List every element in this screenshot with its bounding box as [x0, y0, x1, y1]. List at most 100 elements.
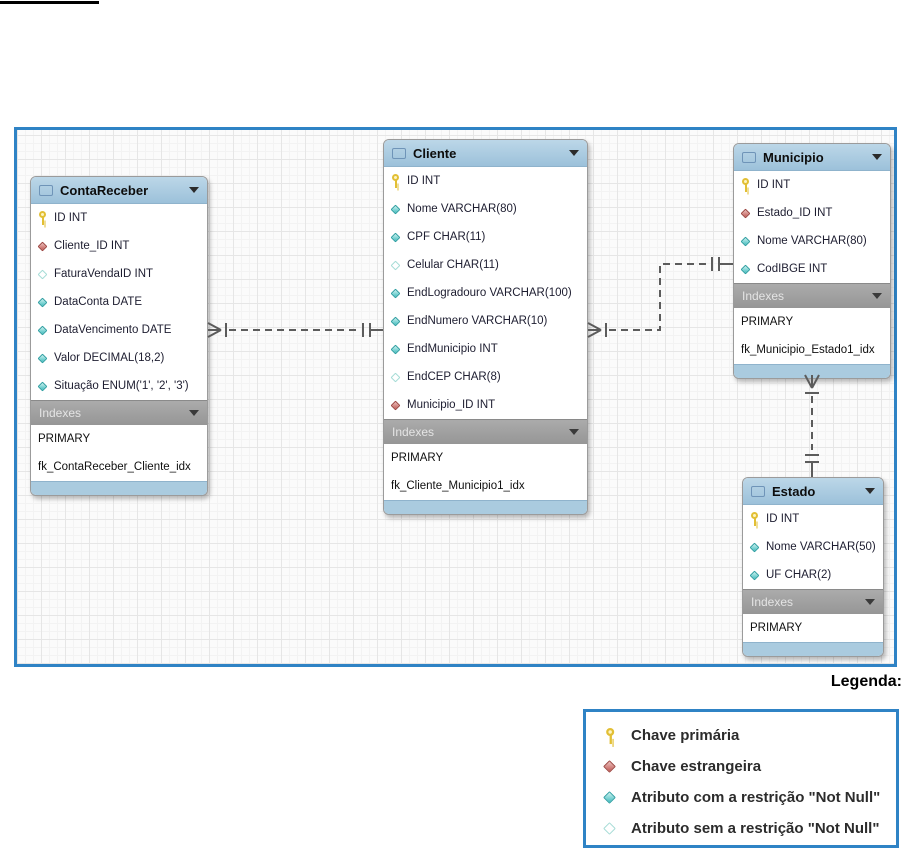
indexes-label: Indexes — [742, 289, 785, 303]
column-label: ID INT — [407, 175, 441, 187]
column-row: EndMunicipio INT — [384, 335, 587, 363]
foreign-key-icon-cell — [739, 208, 752, 218]
notnull-icon — [390, 204, 401, 214]
legend-item-label: Chave primária — [631, 727, 740, 744]
column-label: Situação ENUM('1', '2', '3') — [54, 380, 189, 392]
column-label: Municipio_ID INT — [407, 399, 496, 411]
chevron-down-icon[interactable] — [189, 410, 199, 416]
notnull-icon — [390, 316, 401, 326]
notnull-icon — [37, 353, 48, 363]
chevron-down-icon[interactable] — [569, 150, 579, 156]
notnull-icon — [749, 542, 760, 552]
legend-item-label: Chave estrangeira — [631, 758, 762, 775]
notnull-icon-cell — [36, 353, 49, 363]
table-icon — [742, 151, 756, 163]
indexes-label: Indexes — [39, 406, 82, 420]
column-label: EndCEP CHAR(8) — [407, 371, 501, 383]
chevron-down-icon[interactable] — [865, 488, 875, 494]
table-header[interactable]: Cliente — [384, 140, 587, 167]
primary-key-icon-cell — [602, 727, 616, 744]
table-title: Municipio — [763, 149, 824, 165]
column-row: Nome VARCHAR(50) — [743, 533, 883, 561]
columns-list: ID INT Nome VARCHAR(50) UF CHAR(2) — [743, 505, 883, 589]
column-row: DataConta DATE — [31, 288, 207, 316]
column-label: Celular CHAR(11) — [407, 259, 499, 271]
notnull-icon — [740, 236, 751, 246]
table-header[interactable]: Estado — [743, 478, 883, 505]
indexes-list: PRIMARY fk_ContaReceber_Cliente_idx — [31, 425, 207, 481]
foreign-key-icon — [602, 760, 616, 773]
notnull-icon — [749, 570, 760, 580]
column-row: Estado_ID INT — [734, 199, 890, 227]
primary-key-icon — [38, 211, 47, 225]
foreign-key-icon — [37, 241, 48, 251]
notnull-icon-cell — [748, 542, 761, 552]
table-municipio[interactable]: Municipio ID INT Estado_ID INT Nome VARCHA… — [733, 143, 891, 379]
notnull-icon-cell — [36, 325, 49, 335]
column-row: DataVencimento DATE — [31, 316, 207, 344]
index-row: fk_ContaReceber_Cliente_idx — [38, 461, 191, 473]
nullable-icon-cell — [389, 260, 402, 270]
primary-key-icon — [741, 178, 750, 192]
notnull-icon-cell — [739, 236, 752, 246]
column-label: CPF CHAR(11) — [407, 231, 486, 243]
table-icon — [39, 184, 53, 196]
indexes-list: PRIMARY — [743, 614, 883, 642]
indexes-bar[interactable]: Indexes — [743, 589, 883, 614]
notnull-icon-cell — [748, 570, 761, 580]
column-label: Nome VARCHAR(50) — [766, 541, 876, 553]
foreign-key-icon-cell — [389, 400, 402, 410]
table-header[interactable]: ContaReceber — [31, 177, 207, 204]
table-footer — [31, 481, 207, 495]
nullable-icon — [390, 260, 401, 270]
indexes-bar[interactable]: Indexes — [734, 283, 890, 308]
table-footer — [734, 364, 890, 378]
notnull-icon-cell — [389, 232, 402, 242]
column-row: ID INT — [734, 171, 890, 199]
indexes-bar[interactable]: Indexes — [384, 419, 587, 444]
table-icon — [751, 485, 765, 497]
nullable-icon-cell — [602, 822, 616, 835]
notnull-icon-cell — [389, 288, 402, 298]
indexes-bar[interactable]: Indexes — [31, 400, 207, 425]
indexes-label: Indexes — [751, 595, 794, 609]
indexes-label: Indexes — [392, 425, 435, 439]
primary-key-icon-cell — [748, 512, 761, 526]
column-row: CodIBGE INT — [734, 255, 890, 283]
column-row: UF CHAR(2) — [743, 561, 883, 589]
notnull-icon — [390, 288, 401, 298]
notnull-icon-cell — [602, 791, 616, 804]
chevron-down-icon[interactable] — [872, 293, 882, 299]
notnull-icon — [37, 297, 48, 307]
foreign-key-icon — [390, 400, 401, 410]
notnull-icon — [37, 325, 48, 335]
chevron-down-icon[interactable] — [865, 599, 875, 605]
legend-item-label: Atributo sem a restrição "Not Null" — [631, 820, 880, 837]
nullable-icon — [390, 372, 401, 382]
legend-item: Chave primária — [602, 720, 896, 751]
notnull-icon — [740, 264, 751, 274]
table-footer — [384, 500, 587, 514]
column-label: Valor DECIMAL(18,2) — [54, 352, 165, 364]
legend-item: Atributo sem a restrição "Not Null" — [602, 813, 896, 844]
column-label: Nome VARCHAR(80) — [757, 235, 867, 247]
column-row: ID INT — [31, 204, 207, 232]
chevron-down-icon[interactable] — [189, 187, 199, 193]
column-label: Estado_ID INT — [757, 207, 833, 219]
table-header[interactable]: Municipio — [734, 144, 890, 171]
chevron-down-icon[interactable] — [872, 154, 882, 160]
index-row: PRIMARY — [38, 433, 91, 445]
index-row: PRIMARY — [741, 316, 794, 328]
chevron-down-icon[interactable] — [569, 429, 579, 435]
column-label: ID INT — [766, 513, 800, 525]
foreign-key-icon-cell — [36, 241, 49, 251]
legend-item: Atributo com a restrição "Not Null" — [602, 782, 896, 813]
index-row: PRIMARY — [391, 452, 444, 464]
column-label: EndLogradouro VARCHAR(100) — [407, 287, 572, 299]
